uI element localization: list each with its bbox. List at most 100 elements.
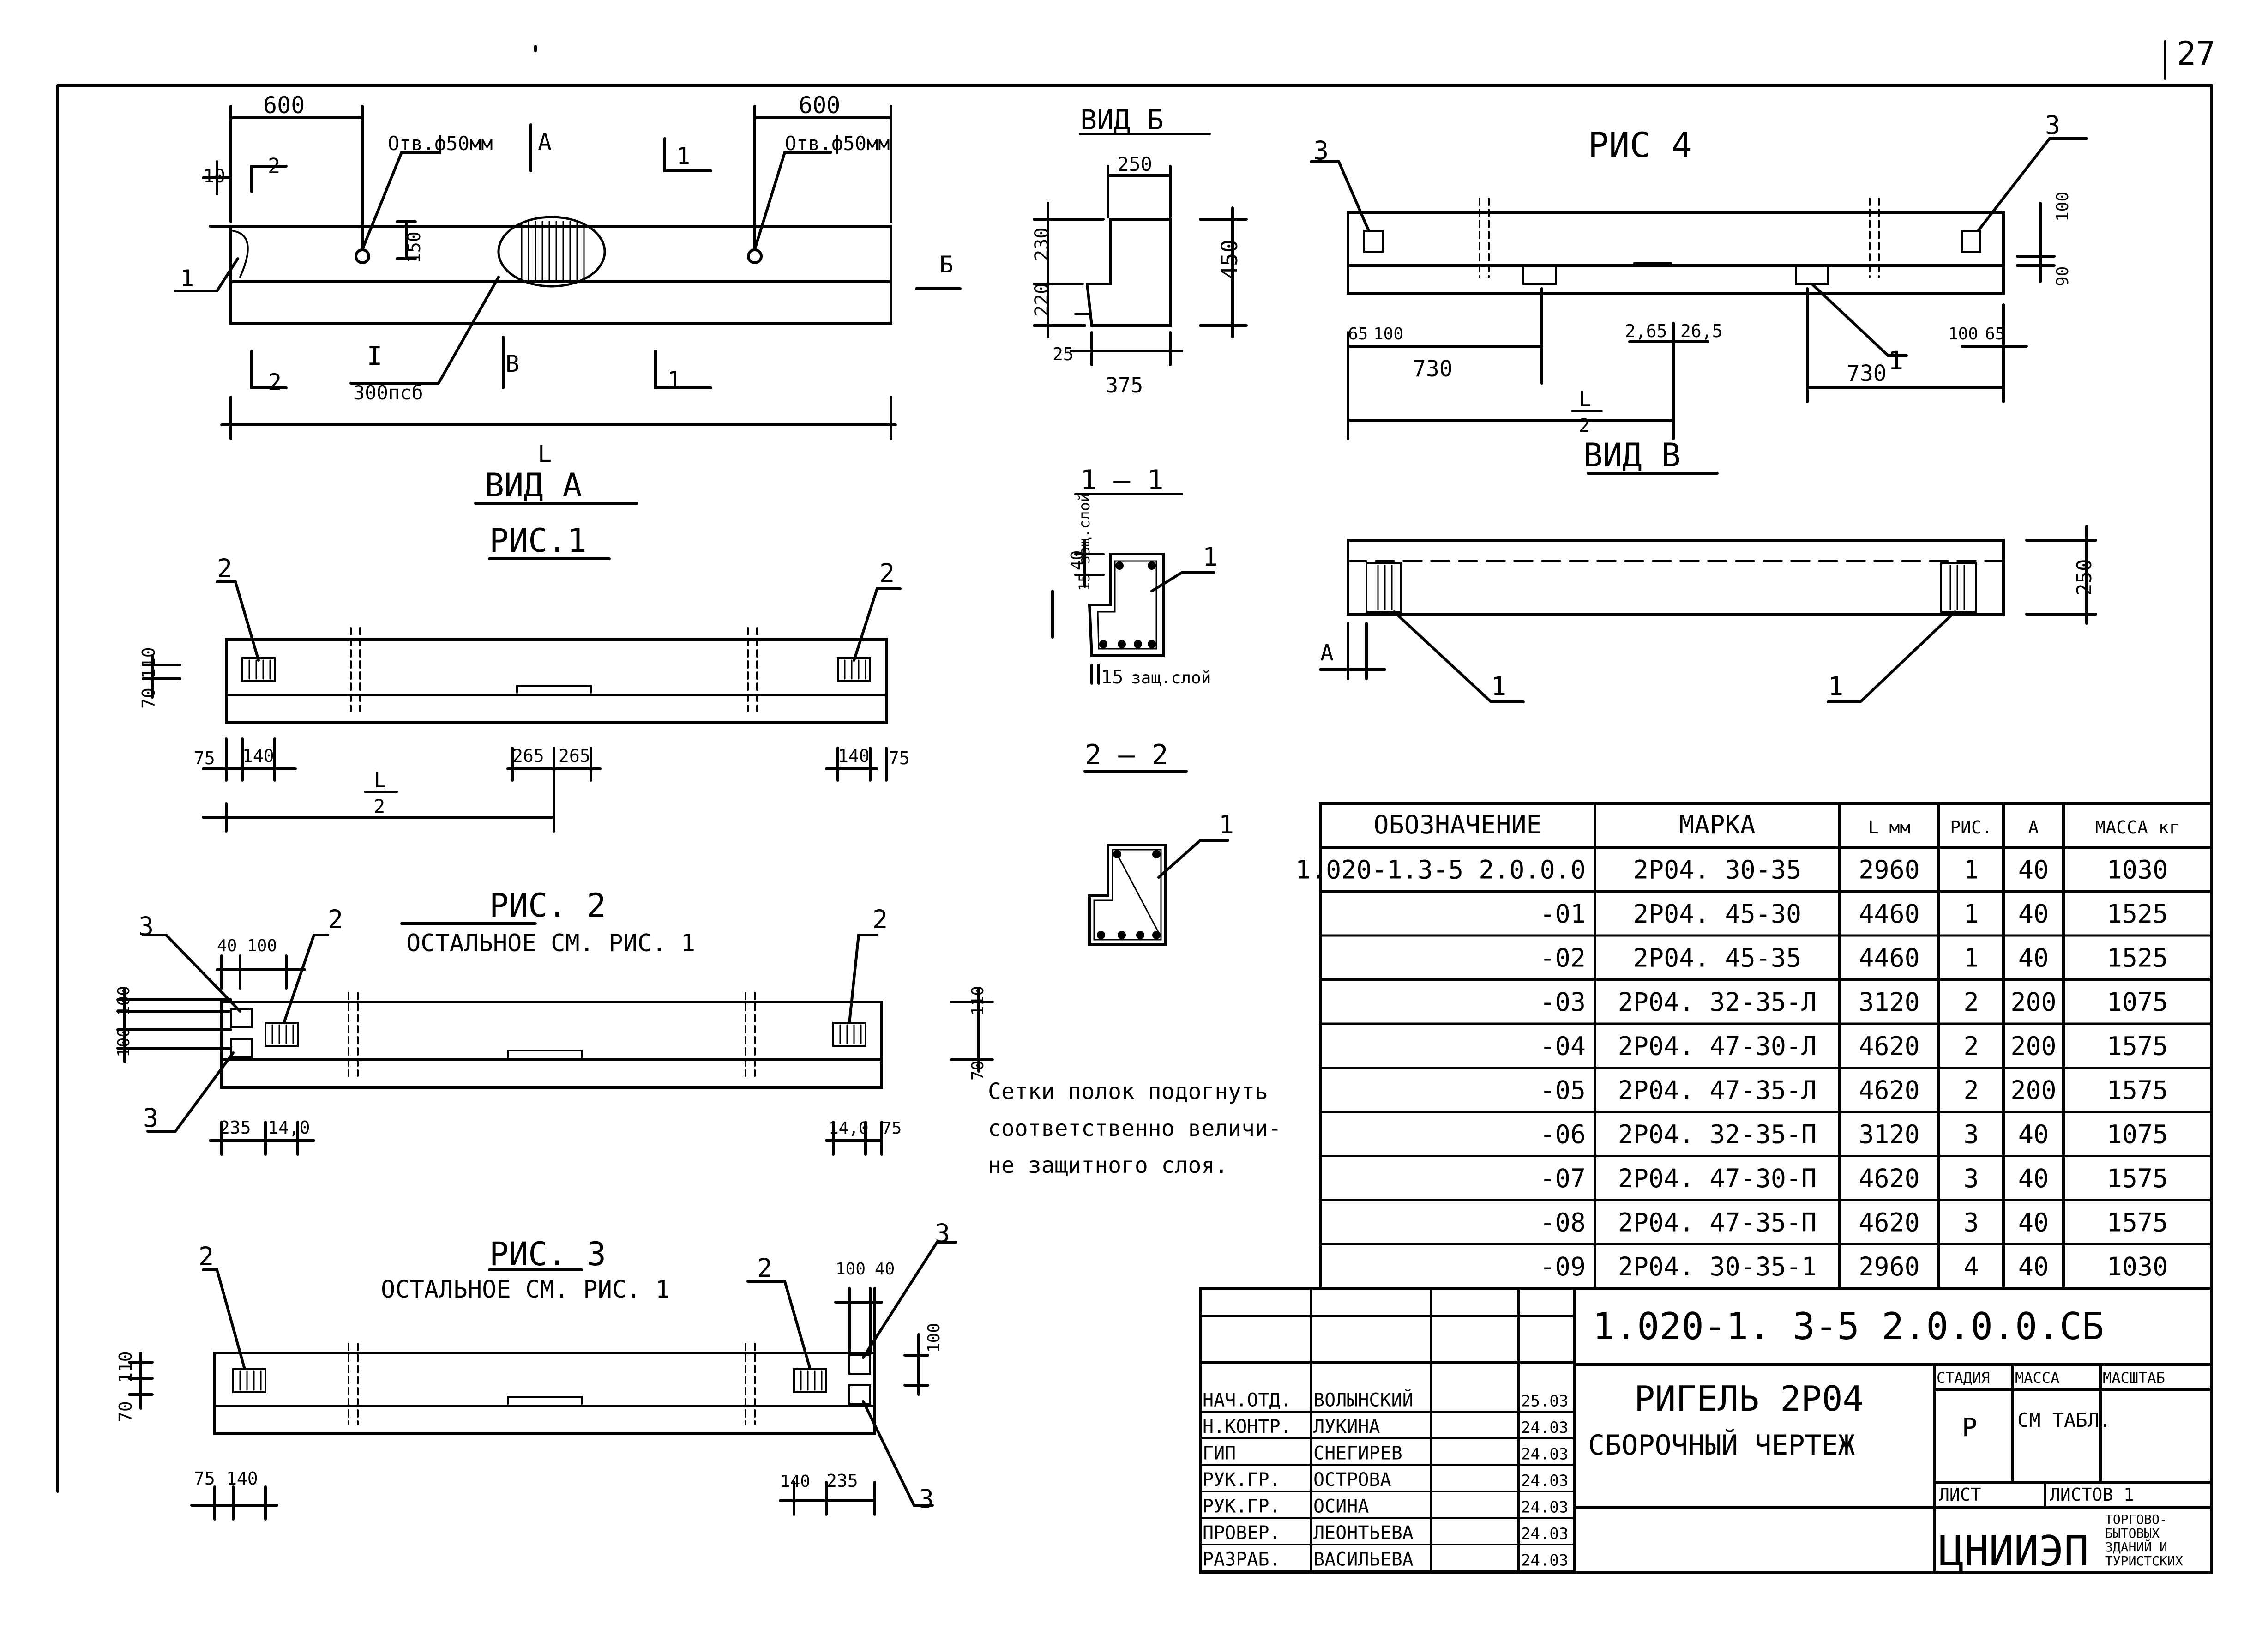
fig2-subtitle: ОСТАЛЬНОЕ СМ. РИС. 1 <box>406 930 695 957</box>
callout-1: 1 <box>180 265 194 292</box>
fig-4: РИС 4 3 3 1 100 90 65 100 730 730 2,65 2… <box>1310 110 2088 440</box>
person-r0-c0: НАЧ.ОТД. <box>1203 1390 1292 1411</box>
fig2-dim-235: 235 <box>219 1117 251 1138</box>
person-r0-c1: ВОЛЫНСКИЙ <box>1313 1389 1414 1411</box>
spec-cell-r8-c0: -08 <box>1540 1208 1586 1238</box>
person-r2-c2: 24.03 <box>1521 1445 1568 1464</box>
stage-value: Р <box>1962 1413 1977 1442</box>
dim-90: 90 <box>2053 266 2072 286</box>
fig1-dim-110: 110 <box>138 647 159 679</box>
spec-cell-r1-c5: 1525 <box>2107 899 2168 929</box>
spec-cell-r9-c3: 4 <box>1963 1252 1979 1281</box>
fig1-callout-2-right: 2 <box>879 558 895 588</box>
fig-1: ВИД А РИС.1 2 2 70 110 75 140 265 265 14… <box>138 466 910 833</box>
spec-cell-r4-c5: 1575 <box>2107 1032 2168 1061</box>
dim-100-r: 100 <box>1948 325 1978 344</box>
fig2-dim-100-v1: 100 <box>114 986 133 1016</box>
spec-cell-r1-c4: 40 <box>2018 899 2049 929</box>
page-number: 27 <box>2177 35 2215 72</box>
spec-cell-r3-c4: 200 <box>2010 987 2056 1017</box>
spec-cell-r0-c0: 1.020-1.3-5 2.0.0.0 <box>1295 855 1586 885</box>
dim-65-right: 65 <box>1985 325 2005 344</box>
spec-cell-r8-c3: 3 <box>1963 1208 1979 1238</box>
fig4-half-num: L <box>1579 387 1591 411</box>
fig4-callout-3-left: 3 <box>1313 136 1329 165</box>
mass-header: МАССА <box>2015 1369 2059 1387</box>
spec-header-1: МАРКА <box>1679 810 1756 839</box>
fig1-dim-75-left: 75 <box>194 748 215 768</box>
dim-length-L: L <box>538 441 552 467</box>
fig2-dim-140-right: 14,0 <box>829 1119 869 1138</box>
spec-cell-r0-c3: 1 <box>1963 855 1979 885</box>
dim-100-right: 100 <box>2053 192 2072 222</box>
person-r1-c2: 24.03 <box>1521 1419 1568 1437</box>
fig3-subtitle: ОСТАЛЬНОЕ СМ. РИС. 1 <box>381 1276 670 1304</box>
person-r3-c0: РУК.ГР. <box>1203 1469 1281 1491</box>
org-note-3: ЗДАНИЙ И <box>2105 1539 2167 1555</box>
section-1-1-cover-vertical: 15 защ.слой <box>1076 493 1093 591</box>
spec-cell-r3-c2: 3120 <box>1859 987 1919 1017</box>
fig2-dim-100: 100 <box>247 936 277 955</box>
dim-450: 450 <box>1217 239 1243 279</box>
fig2-dim-100-v2: 100 <box>114 1027 133 1057</box>
section-1-1-dim-15: 15 <box>1101 667 1123 688</box>
view-b: ВИД Б 250 230 220 450 25 375 <box>1031 104 1248 398</box>
spec-cell-r8-c5: 1575 <box>2107 1208 2168 1238</box>
spec-header-3: РИС. <box>1950 817 1992 838</box>
scale-header: МАСШТАБ <box>2103 1369 2165 1387</box>
fig4-half-den: 2 <box>1579 415 1590 436</box>
spec-cell-r7-c5: 1575 <box>2107 1164 2168 1193</box>
person-r4-c1: ОСИНА <box>1313 1496 1369 1517</box>
cut-label-Bv: Б <box>939 251 953 278</box>
cut-label-2-bottom: 2 <box>268 369 282 396</box>
view-v-callout-1-right: 1 <box>1828 671 1843 701</box>
dim-220: 220 <box>1031 283 1053 316</box>
spec-cell-r2-c1: 2Р04. 45-35 <box>1633 943 1801 973</box>
spec-cell-r7-c4: 40 <box>2018 1164 2049 1193</box>
fig1-dim-265-a: 265 <box>512 746 544 766</box>
dim-150: 150 <box>404 231 424 263</box>
spec-cell-r9-c5: 1030 <box>2107 1252 2168 1281</box>
dim-250-v: 250 <box>2073 559 2096 596</box>
spec-cell-r1-c0: -01 <box>1540 899 1586 929</box>
fig4-title: РИС 4 <box>1588 125 1692 165</box>
spec-cell-r0-c1: 2Р04. 30-35 <box>1633 855 1801 885</box>
section-1-1-dim-40: 40 <box>1068 550 1087 570</box>
note-line-2: соответственно величи- <box>988 1116 1281 1141</box>
fig-3: РИС. 3 ОСТАЛЬНОЕ СМ. РИС. 1 2 2 3 3 100 … <box>115 1219 957 1521</box>
person-r2-c1: СНЕГИРЕВ <box>1313 1443 1402 1464</box>
cut-label-1-top: 1 <box>676 143 690 169</box>
view-v-title: ВИД В <box>1583 436 1681 474</box>
org-note-4: ТУРИСТСКИХ <box>2105 1553 2183 1569</box>
fig2-callout-2-right: 2 <box>872 905 888 934</box>
person-r2-c0: ГИП <box>1203 1443 1236 1464</box>
section-1-1-cover: защ.слой <box>1131 669 1211 688</box>
hole-label-left: Отв.ф50мм <box>388 132 493 155</box>
view-v-callout-1-left: 1 <box>1491 671 1506 701</box>
spec-cell-r2-c3: 1 <box>1963 943 1979 973</box>
spec-cell-r9-c0: -09 <box>1540 1252 1586 1281</box>
fig3-dim-140-right: 140 <box>780 1472 810 1491</box>
dim-230: 230 <box>1031 228 1053 261</box>
dim-100-left: 100 <box>1373 325 1403 344</box>
org-note-1: ТОРГОВО- <box>2105 1512 2167 1527</box>
spec-cell-r2-c2: 4460 <box>1859 943 1919 973</box>
dim-730-left: 730 <box>1413 356 1453 382</box>
spec-cell-r1-c2: 4460 <box>1859 899 1919 929</box>
fig2-dim-110: 110 <box>969 986 987 1016</box>
spec-cell-r5-c4: 200 <box>2010 1075 2056 1105</box>
spec-cell-r5-c3: 2 <box>1963 1075 1979 1105</box>
spec-cell-r4-c4: 200 <box>2010 1032 2056 1061</box>
dim-10: 10 <box>203 166 225 187</box>
fig3-dim-110: 110 <box>115 1351 136 1383</box>
fig3-callout-3-top: 3 <box>935 1219 950 1248</box>
fig1-callout-2-left: 2 <box>217 554 232 583</box>
fig3-dim-40: 40 <box>875 1260 895 1279</box>
spec-cell-r4-c1: 2Р04. 47-30-Л <box>1618 1032 1817 1061</box>
fig2-dim-40: 40 <box>217 936 237 955</box>
spec-cell-r8-c1: 2Р04. 47-35-П <box>1618 1208 1817 1238</box>
fig4-callout-1: 1 <box>1888 346 1903 375</box>
organization-name: ЦНИИЭП <box>1939 1527 2089 1576</box>
fig3-dim-75: 75 <box>194 1468 215 1489</box>
